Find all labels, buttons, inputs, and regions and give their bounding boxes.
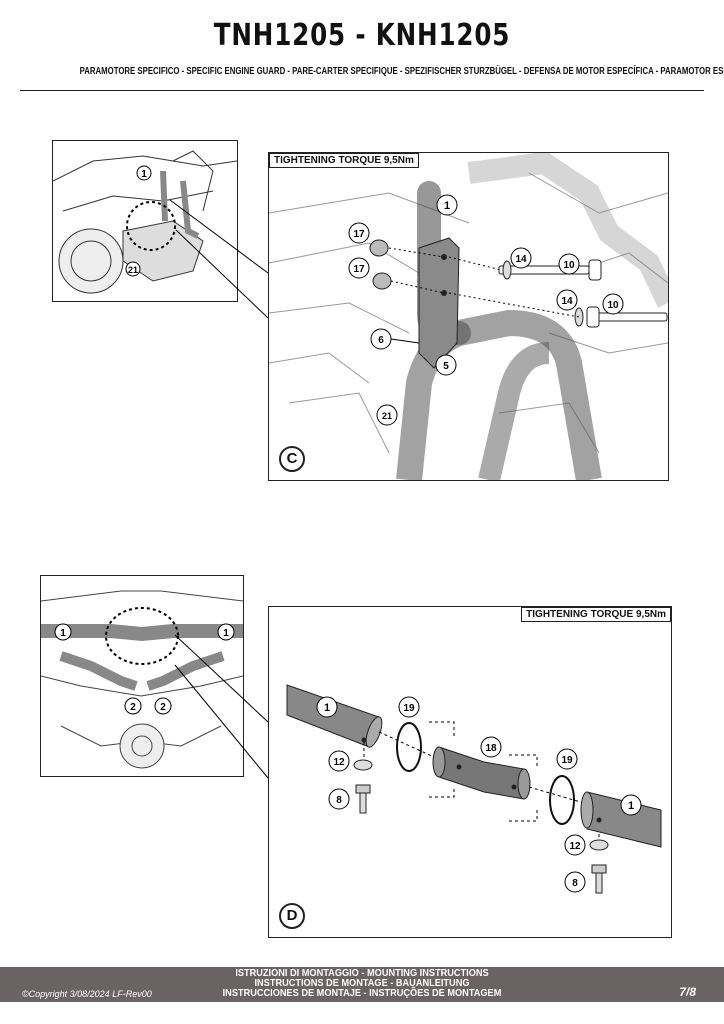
svg-text:2: 2 [160, 702, 166, 713]
section-d-overview-callout-1b: 1 [217, 623, 235, 641]
section-c-callout-17b: 17 [348, 257, 370, 279]
section-d-overview-callout-2b: 2 [154, 697, 172, 715]
svg-text:14: 14 [561, 296, 573, 307]
section-c-overview-panel: 1 21 [52, 140, 238, 302]
svg-text:6: 6 [378, 335, 384, 346]
page-number: 7/8 [679, 985, 696, 999]
svg-text:10: 10 [607, 300, 619, 311]
svg-text:10: 10 [563, 260, 575, 271]
section-c-callout-10b: 10 [602, 293, 624, 315]
svg-text:21: 21 [128, 265, 138, 275]
section-d-letter: D [279, 903, 305, 929]
section-d-callout-19b: 19 [556, 748, 578, 770]
svg-text:8: 8 [336, 795, 342, 806]
section-c-callout-5: 5 [435, 354, 457, 376]
svg-text:21: 21 [382, 411, 392, 421]
svg-text:17: 17 [353, 229, 365, 240]
section-d-callout-19a: 19 [398, 696, 420, 718]
copyright-text: ©Copyright 3/08/2024 LF-Rev00 [22, 989, 152, 999]
section-c-overview-callout-1: 1 [136, 165, 152, 181]
section-c-callout-1: 1 [436, 194, 458, 216]
svg-text:5: 5 [443, 361, 449, 372]
section-c-callout-10a: 10 [558, 253, 580, 275]
section-d-detail-panel: TIGHTENING TORQUE 9,5Nm [268, 606, 672, 938]
section-d-callout-12a: 12 [328, 750, 350, 772]
section-d-callout-12b: 12 [564, 834, 586, 856]
svg-text:1: 1 [141, 169, 147, 180]
section-d-callout-8b: 8 [564, 871, 586, 893]
section-d-torque-label: TIGHTENING TORQUE 9,5Nm [521, 607, 671, 622]
footer-instructions: ISTRUZIONI DI MONTAGGIO - MOUNTING INSTR… [0, 969, 724, 999]
svg-text:1: 1 [324, 702, 330, 714]
section-d-overview-drawing: 1 1 2 2 [41, 590, 243, 769]
svg-text:1: 1 [223, 628, 229, 639]
section-d-detail-drawing: 1 19 18 19 1 12 8 12 [286, 684, 662, 894]
svg-text:1: 1 [628, 800, 634, 812]
document-title: TNH1205 - KNH1205 [213, 18, 511, 53]
section-c-callout-21: 21 [376, 404, 398, 426]
header-divider [20, 90, 704, 91]
section-c-torque-label: TIGHTENING TORQUE 9,5Nm [269, 153, 419, 168]
svg-text:17: 17 [353, 264, 365, 275]
svg-text:14: 14 [515, 254, 527, 265]
section-c-overview-drawing: 1 21 [53, 150, 237, 294]
footer-line-3: INSTRUCCIONES DE MONTAJE - INSTRUÇÕES DE… [222, 988, 502, 999]
svg-text:1: 1 [444, 200, 450, 212]
document-subtitle: PARAMOTORE SPECIFICO - SPECIFIC ENGINE G… [79, 66, 724, 77]
section-c-detail-panel: TIGHTENING TORQUE 9,5Nm [268, 152, 669, 481]
section-d-overview-callout-1a: 1 [54, 623, 72, 641]
section-c-callout-14b: 14 [556, 289, 578, 311]
section-c-callout-14a: 14 [510, 247, 532, 269]
svg-text:8: 8 [572, 878, 578, 889]
svg-text:1: 1 [60, 628, 66, 639]
svg-text:19: 19 [561, 755, 573, 766]
section-d-callout-18: 18 [480, 736, 502, 758]
footer-line-1: ISTRUZIONI DI MONTAGGIO - MOUNTING INSTR… [235, 968, 489, 979]
svg-text:12: 12 [333, 757, 345, 768]
section-d-callout-8a: 8 [328, 788, 350, 810]
section-c-overview-callout-21: 21 [125, 261, 141, 277]
section-d-callout-1b: 1 [620, 794, 642, 816]
section-c-callout-6: 6 [370, 328, 420, 350]
section-c-callout-17a: 17 [348, 222, 370, 244]
section-d-overview-callout-2a: 2 [124, 697, 142, 715]
svg-text:19: 19 [403, 703, 415, 714]
footer-bar: ISTRUZIONI DI MONTAGGIO - MOUNTING INSTR… [0, 967, 724, 1002]
section-d-callout-1a: 1 [316, 696, 338, 718]
footer-line-2: INSTRUCTIONS DE MONTAGE - BAUANLEITUNG [254, 978, 470, 989]
section-c-detail-drawing: 1 17 17 14 10 14 10 6 [269, 153, 668, 480]
section-c-letter: C [279, 446, 305, 472]
svg-text:12: 12 [569, 841, 581, 852]
svg-text:2: 2 [130, 702, 136, 713]
svg-text:18: 18 [485, 743, 497, 754]
section-d-overview-panel: 1 1 2 2 [40, 575, 244, 777]
